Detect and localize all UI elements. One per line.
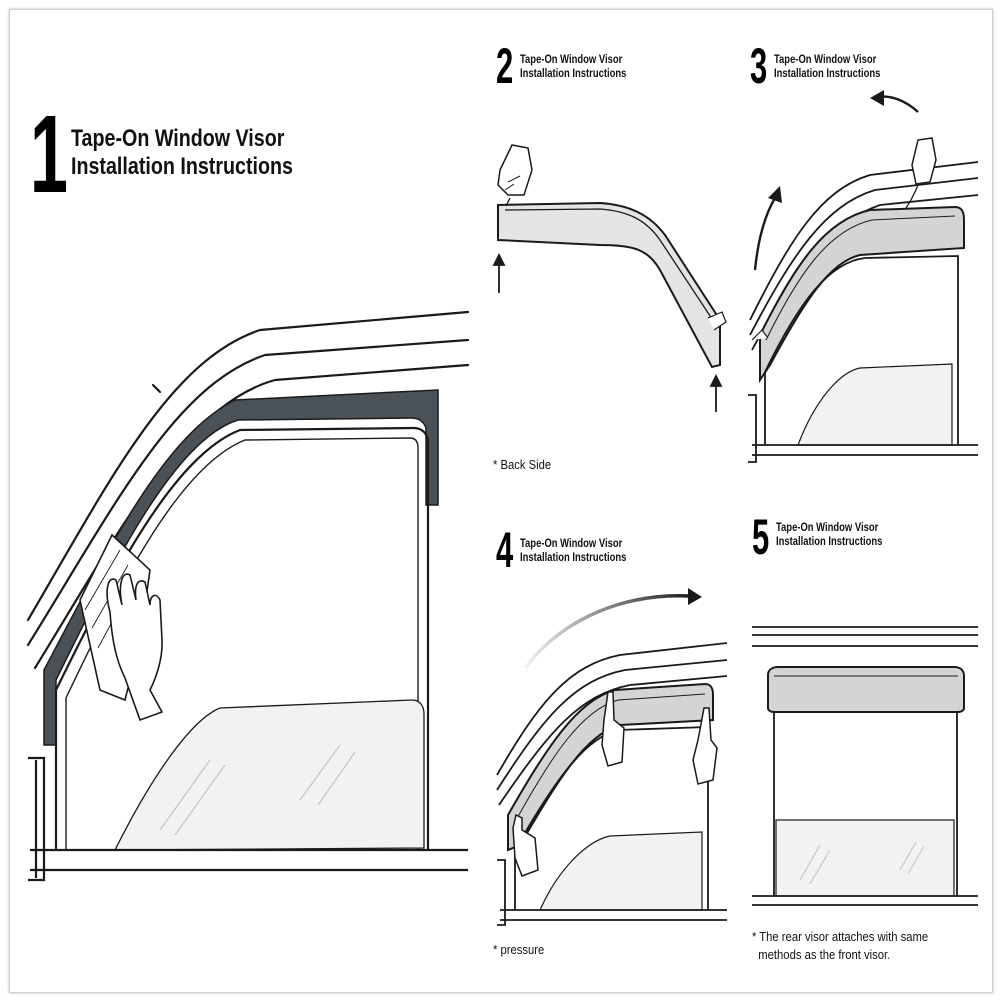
step-5-window-frame — [773, 712, 958, 896]
step-3-title-line2: Installation Instructions — [774, 67, 881, 80]
step-3-title-line1: Tape-On Window Visor — [774, 54, 877, 66]
step-3-title: Tape-On Window Visor Installation Instru… — [774, 54, 880, 81]
step-1-number: 1 — [30, 93, 68, 216]
step-5-note-rear-visor: * The rear visor attaches with same meth… — [752, 928, 928, 964]
step-5-window-glass — [775, 819, 955, 897]
step-2-note-back-side: * Back Side — [493, 458, 552, 472]
step-1-title-line2: Installation Instructions — [71, 153, 293, 181]
step-5-title-line2: Installation Instructions — [776, 535, 883, 548]
step-4-title-line1: Tape-On Window Visor — [520, 538, 623, 550]
step-1-roof-line-outer — [26, 310, 470, 622]
step-5-title: Tape-On Window Visor Installation Instru… — [776, 522, 882, 549]
step-2-title: Tape-On Window Visor Installation Instru… — [520, 54, 626, 81]
step-4-note-pressure: * pressure — [493, 943, 545, 957]
step-4-title-line2: Installation Instructions — [520, 551, 627, 564]
step-2-title-line2: Installation Instructions — [520, 67, 627, 80]
step-3-window-glass — [797, 363, 953, 446]
step-2-arrow-up-icon — [492, 252, 506, 266]
step-5-rear-visor — [767, 666, 965, 713]
step-4-window-glass — [539, 831, 703, 911]
step-3-arrow-left-icon — [870, 90, 884, 106]
step-5-note-line2: methods as the front visor. — [758, 948, 891, 963]
step-3-hand-pull-icon — [905, 137, 937, 209]
step-3-arrows — [753, 90, 919, 271]
step-5-number: 5 — [752, 509, 770, 565]
step-3-arrow-up-icon — [768, 186, 782, 203]
step-1-window-glass — [113, 699, 425, 851]
step-1-hand-cloth-icon — [79, 533, 164, 722]
step-2-arrows — [492, 252, 723, 412]
step-2-hand-peel-icon — [497, 144, 533, 207]
step-3-number: 3 — [750, 38, 768, 94]
step-2-tape-tab-icon — [707, 311, 727, 331]
step-1-title: Tape-On Window Visor Installation Instru… — [71, 125, 293, 182]
step-2-title-line1: Tape-On Window Visor — [520, 54, 623, 66]
step-5-note-line1: * The rear visor attaches with same — [752, 930, 929, 944]
step-4-number: 4 — [496, 522, 514, 578]
step-4-arrow-right-icon — [688, 588, 702, 605]
step-3-visor — [759, 205, 965, 384]
step-2-number: 2 — [496, 38, 514, 94]
step-1-title-line1: Tape-On Window Visor — [71, 125, 285, 152]
step-4-hands-press-icon — [512, 691, 718, 877]
step-5-title-line1: Tape-On Window Visor — [776, 522, 879, 534]
step-2-visor-back — [497, 201, 721, 369]
step-4-title: Tape-On Window Visor Installation Instru… — [520, 538, 626, 565]
step-4-swipe-arrow — [523, 593, 691, 670]
image-frame — [9, 9, 993, 993]
step-2-arrow-up-icon-2 — [709, 373, 723, 387]
